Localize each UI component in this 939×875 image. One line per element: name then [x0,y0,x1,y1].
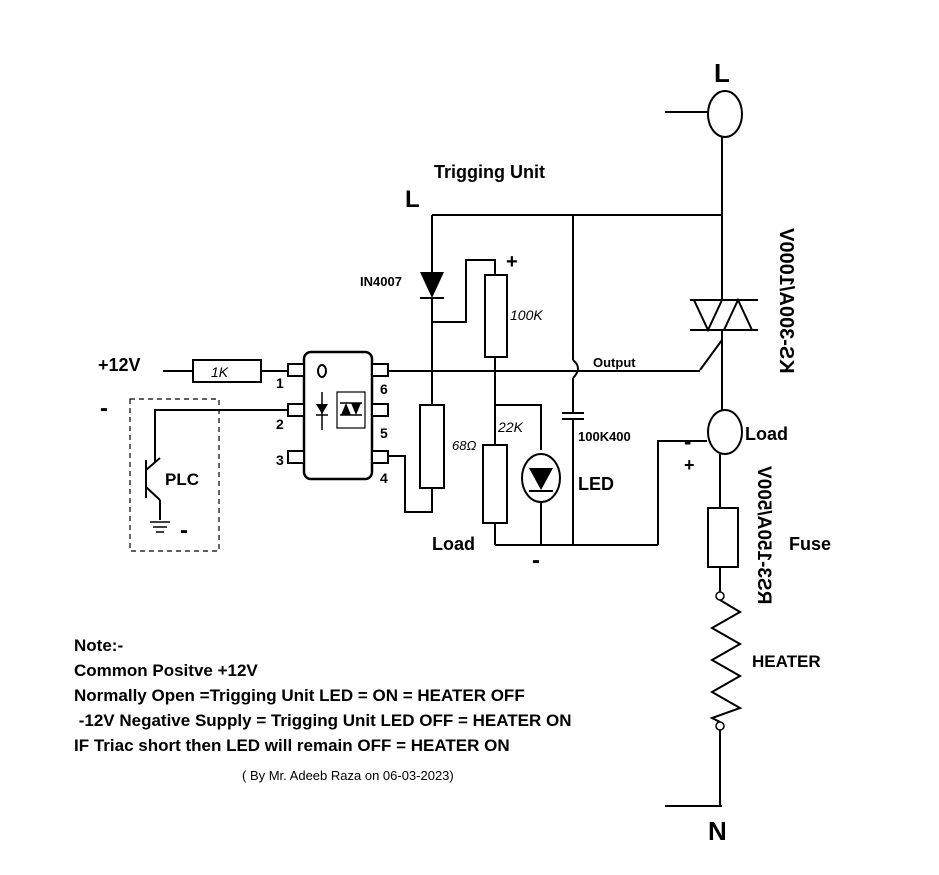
r-68-label: 68Ω [452,438,476,453]
pin-6-label: 6 [380,381,388,397]
triac-symbol [690,297,758,371]
plc-box [129,398,220,552]
notes-line: IF Triac short then LED will remain OFF … [74,736,510,755]
resistor-68 [419,404,445,489]
cap-label: 100K400 [578,429,631,444]
mains-rail [665,90,743,807]
triac-rating-label: KS-300A/1000V [775,227,797,373]
plus-100k-mark: + [506,251,518,273]
credit-line: ( By Mr. Adeeb Raza on 06-03-2023) [242,768,454,783]
load-bottom-label: Load [432,534,475,554]
line-label-trigger: L [405,186,420,213]
notes-line: Normally Open =Trigging Unit LED = ON = … [74,686,525,705]
pin-2-label: 2 [276,416,284,432]
optocoupler [287,350,389,481]
fuse-rating-label: RS3-150A/500V [753,466,774,605]
heater-label: HEATER [752,652,821,671]
fuse-symbol [707,507,739,568]
pin-4-label: 4 [380,470,388,486]
neutral-label: N [708,816,727,846]
trigger-wiring [388,214,722,546]
led-label: LED [578,474,614,494]
line-terminal-circle [707,90,743,138]
heater-symbol [709,591,743,731]
minus-plc-ground-mark: - [180,517,188,544]
pin-3-label: 3 [276,452,284,468]
notes-line: -12V Negative Supply = Trigging Unit LED… [74,711,572,730]
notes-heading: Note:- [74,636,124,655]
notes-block: Note:- Common Positve +12V Normally Open… [74,633,714,758]
diode-symbol [420,272,444,298]
minus-load-mark: - [684,429,691,454]
r-22k-label: 22K [497,419,524,435]
pin-5-label: 5 [380,425,388,441]
minus-bottom-mark: - [532,547,540,574]
diode-label: IN4007 [360,274,402,289]
line-label-top: L [714,58,730,88]
load-terminal-circle [707,409,743,455]
input-wiring [129,359,288,552]
load-terminal-label: Load [745,424,788,444]
r-100k-label: 100K [510,307,543,323]
resistor-22k [482,444,508,524]
resistor-100k [484,274,508,358]
pin-1-label: 1 [276,375,284,391]
notes-line: Common Positve +12V [74,661,258,680]
plc-label: PLC [165,470,199,489]
fuse-label: Fuse [789,534,831,554]
output-label: Output [593,355,636,370]
trigger-unit-title: Trigging Unit [434,162,545,182]
minus-plc-input-mark: - [100,395,108,422]
plus-load-mark: + [684,455,695,475]
supply-12v-label: +12V [98,355,141,375]
r-1k-label: 1K [211,364,229,380]
